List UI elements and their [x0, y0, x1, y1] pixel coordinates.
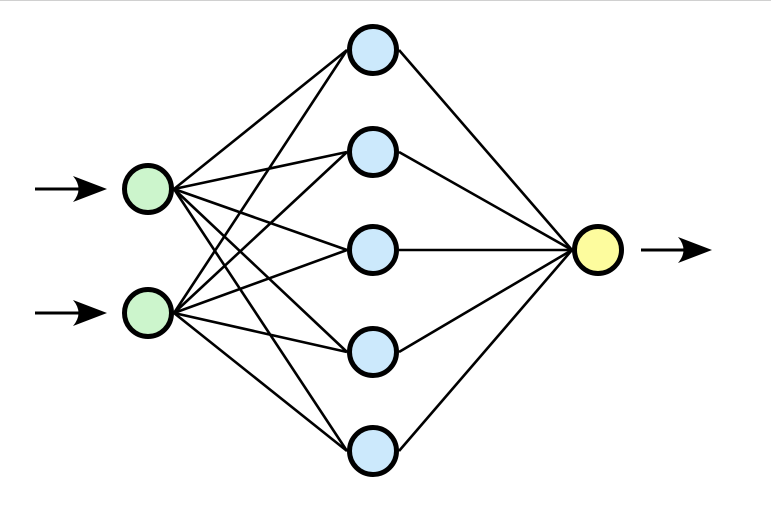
- hidden-node-h5: [347, 425, 399, 477]
- edge-h1-out1: [398, 49, 573, 251]
- edge-in1-h2: [173, 150, 348, 191]
- hidden-node-h4: [347, 326, 399, 378]
- edge-in2-h3: [173, 248, 348, 315]
- window-top-edge: [0, 0, 771, 1]
- edge-h2-out1: [398, 150, 573, 252]
- input-node-in1: [122, 163, 174, 215]
- edge-h4-out1: [398, 248, 573, 354]
- edge-in2-h2: [173, 151, 348, 314]
- input-node-in2: [122, 287, 174, 339]
- edge-in1-h5: [172, 188, 349, 452]
- hidden-node-h1: [347, 24, 399, 76]
- edge-in2-h1: [172, 49, 349, 314]
- edge-in1-h3: [173, 187, 348, 252]
- input-arrow-2-head: [73, 300, 107, 326]
- output-arrow-1-head: [678, 237, 712, 263]
- edge-in2-h5: [173, 311, 348, 453]
- input-arrow-1-head: [73, 176, 107, 202]
- arrows-group: [35, 176, 712, 326]
- nodes-group: [122, 24, 624, 477]
- edges-group: [172, 48, 573, 453]
- edge-in1-h1: [173, 48, 348, 191]
- edge-in1-h4: [173, 188, 348, 353]
- output-node-out1: [572, 224, 624, 276]
- hidden-node-h3: [347, 224, 399, 276]
- hidden-node-h2: [347, 126, 399, 178]
- edge-in2-h4: [173, 311, 348, 354]
- edge-h5-out1: [398, 249, 573, 452]
